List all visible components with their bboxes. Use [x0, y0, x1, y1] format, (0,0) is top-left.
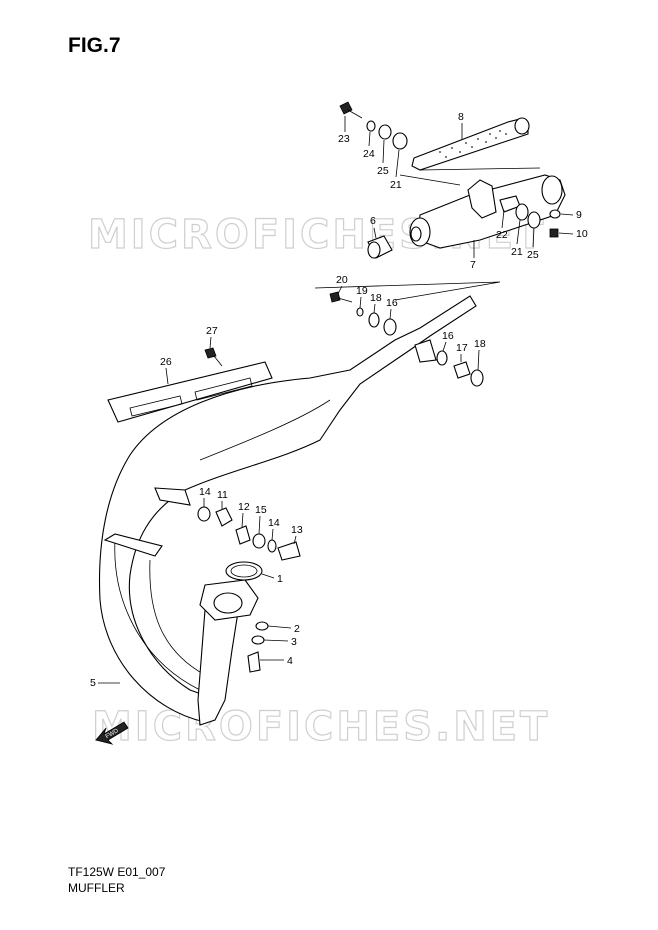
- washer: [366, 120, 376, 132]
- washer: [252, 533, 266, 549]
- screw-head: [204, 347, 217, 359]
- callout-15-right: 15: [255, 504, 267, 516]
- washer: [197, 506, 211, 522]
- silencer-assembly: [339, 101, 566, 259]
- document-code: TF125W E01_007: [68, 865, 166, 879]
- callout-24: 24: [363, 148, 375, 160]
- bolt: [247, 651, 261, 673]
- callout-22: 22: [496, 229, 508, 241]
- bolt-head: [339, 101, 353, 115]
- tail-pipe: [411, 118, 529, 171]
- callout-16-upper: 16: [386, 297, 398, 309]
- grommet: [215, 507, 233, 527]
- callout-10: 10: [576, 228, 588, 240]
- washer: [368, 312, 380, 328]
- bolt-head: [549, 228, 559, 238]
- silencer-inlet-bore: [410, 226, 422, 242]
- silencer-rear-cap: [541, 175, 563, 205]
- alignment-line: [314, 281, 501, 301]
- callout-13: 13: [291, 524, 303, 536]
- header-flange-bore: [213, 592, 243, 614]
- chamber-bracket: [154, 487, 191, 506]
- callout-25-upper: 25: [377, 165, 389, 177]
- callout-4: 4: [287, 655, 293, 667]
- callout-6: 6: [370, 215, 376, 227]
- washer: [267, 539, 277, 553]
- bolt: [277, 541, 301, 561]
- watermark-lower: MICROFICHES.NET: [92, 704, 550, 750]
- spring-washer: [251, 635, 265, 645]
- silencer-bracket: [467, 179, 497, 219]
- callout-9: 9: [576, 209, 582, 221]
- callout-17: 17: [456, 342, 468, 354]
- callout-1: 1: [277, 573, 283, 585]
- callout-2: 2: [294, 623, 300, 635]
- callout-18-upper: 18: [370, 292, 382, 304]
- callout-23: 23: [338, 133, 350, 145]
- arrow-icon: [95, 721, 129, 745]
- callout-12: 12: [238, 501, 250, 513]
- nut: [549, 209, 561, 219]
- washer: [470, 369, 484, 387]
- bolt-head: [329, 291, 341, 303]
- callout-8: 8: [458, 111, 464, 123]
- callout-11: 11: [217, 489, 228, 501]
- callout-21-lower: 21: [511, 246, 523, 258]
- tail-pipe-end: [514, 117, 530, 135]
- document-name: MUFFLER: [68, 881, 125, 895]
- washer: [378, 124, 392, 140]
- callout-19: 19: [356, 285, 368, 297]
- callout-14: 14: [268, 517, 280, 529]
- washer: [527, 211, 541, 229]
- washer: [383, 318, 397, 336]
- callout-5: 5: [90, 677, 96, 689]
- washer: [436, 350, 448, 366]
- collar: [235, 525, 251, 545]
- callout-16-lower: 16: [442, 330, 454, 342]
- callout-25-lower: 25: [527, 249, 539, 261]
- callout-21-upper: 21: [390, 179, 402, 191]
- heat-guard: [107, 361, 273, 423]
- chamber-band: [103, 533, 163, 557]
- callout-20: 20: [336, 274, 348, 286]
- washer: [515, 203, 529, 221]
- callout-18-lower: 18: [474, 338, 486, 350]
- washer: [392, 132, 408, 150]
- callout-15-left: 14: [199, 486, 211, 498]
- exhaust-chamber: [99, 295, 477, 726]
- collar: [453, 361, 471, 379]
- callout-3: 3: [291, 636, 297, 648]
- figure-title: FIG.7: [68, 34, 121, 57]
- callout-labels: 8 23 24 25 21 6 7 22 21 25 9 10 20 19 18…: [90, 111, 588, 689]
- washer: [356, 307, 364, 317]
- chamber-bracket-upper: [414, 339, 437, 363]
- heat-guard-assembly: [107, 347, 273, 423]
- connector-rubber-end: [367, 241, 381, 259]
- callout-26: 26: [160, 356, 172, 368]
- callout-7: 7: [470, 259, 476, 271]
- callout-27: 27: [206, 325, 218, 337]
- washer: [255, 621, 269, 631]
- alignment-line: [399, 167, 541, 186]
